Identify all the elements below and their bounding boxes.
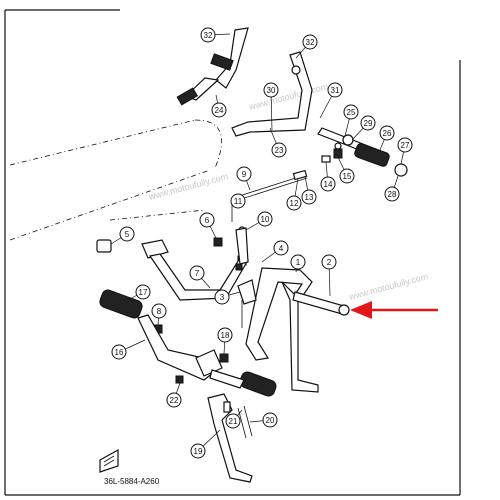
red-pointer-arrow <box>350 301 438 319</box>
callout-circle-1 <box>290 254 306 270</box>
callout-label-10: 10 <box>261 215 270 224</box>
brake-pedal <box>141 227 249 301</box>
callout-circle-26 <box>379 125 395 141</box>
callout-label-32: 32 <box>306 38 315 47</box>
callout-circle-31 <box>327 82 343 98</box>
callout-circle-32 <box>302 34 318 50</box>
callout-circle-4 <box>273 240 289 256</box>
rear-footrest-bar <box>99 289 277 397</box>
callout-label-4: 4 <box>279 244 284 253</box>
front-direction-arrow-icon <box>99 448 119 473</box>
callout-label-3: 3 <box>220 293 225 302</box>
callout-label-25: 25 <box>347 108 356 117</box>
callout-circle-13 <box>301 189 317 205</box>
callout-label-11: 11 <box>234 197 243 206</box>
callout-label-22: 22 <box>170 396 179 405</box>
callout-circle-15 <box>339 168 355 184</box>
callout-label-5: 5 <box>125 230 130 239</box>
callout-label-17: 17 <box>139 288 148 297</box>
callout-circle-11 <box>230 193 246 209</box>
callout-label-21: 21 <box>229 417 238 426</box>
callout-label-24: 24 <box>215 106 224 115</box>
callout-label-13: 13 <box>305 193 314 202</box>
callout-label-28: 28 <box>388 190 397 199</box>
callout-label-20: 20 <box>266 416 275 425</box>
callout-label-6: 6 <box>205 216 210 225</box>
callout-circle-3 <box>214 289 230 305</box>
callout-label-30: 30 <box>267 86 276 95</box>
callout-circle-6 <box>199 212 215 228</box>
callout-circle-9 <box>236 166 252 182</box>
callout-label-23: 23 <box>275 146 284 155</box>
callout-label-16: 16 <box>115 348 124 357</box>
callout-label-12: 12 <box>290 199 299 208</box>
callout-circle-19 <box>190 443 206 459</box>
callout-circle-12 <box>286 195 302 211</box>
callout-circle-30 <box>263 82 279 98</box>
red-pointer-arrow-head <box>350 301 372 319</box>
callout-circle-5 <box>119 226 135 242</box>
callout-label-26: 26 <box>383 129 392 138</box>
watermark-text: www.motoufully.com <box>347 271 429 302</box>
callout-label-1: 1 <box>296 258 301 267</box>
callout-circle-10 <box>257 211 273 227</box>
callout-label-2: 2 <box>327 258 332 267</box>
callout-circle-20 <box>262 412 278 428</box>
callout-circle-7 <box>189 265 205 281</box>
callout-circle-28 <box>384 186 400 202</box>
callout-circle-8 <box>151 303 167 319</box>
callout-label-8: 8 <box>157 307 162 316</box>
callout-label-31: 31 <box>331 86 340 95</box>
brake-rod-assembly <box>231 148 343 222</box>
callout-label-32: 32 <box>204 31 213 40</box>
shift-lever <box>231 51 313 137</box>
callout-circle-24 <box>211 102 227 118</box>
small-fasteners <box>96 226 247 266</box>
callout-label-9: 9 <box>242 170 247 179</box>
callout-label-27: 27 <box>401 141 410 150</box>
callout-circle-18 <box>217 327 233 343</box>
callout-label-29: 29 <box>364 119 373 128</box>
callout-circle-16 <box>111 344 127 360</box>
callout-circle-29 <box>360 115 376 131</box>
stand-pivot-shaft <box>292 291 350 316</box>
callout-circle-14 <box>320 176 336 192</box>
callout-label-19: 19 <box>194 447 203 456</box>
callout-circle-21 <box>225 413 241 429</box>
callout-label-15: 15 <box>343 172 352 181</box>
callout-circle-32 <box>200 27 216 43</box>
diagram-frame <box>4 9 461 496</box>
callout-label-7: 7 <box>195 269 200 278</box>
callout-circle-17 <box>135 284 151 300</box>
part-code: 36L-5884-A260 <box>104 477 160 486</box>
watermark-text: www.motoufully.com <box>247 81 329 112</box>
callout-label-14: 14 <box>324 180 333 189</box>
main-stand <box>245 267 319 393</box>
footrest-shaft-assembly <box>317 127 408 177</box>
shift-pedal <box>176 27 249 106</box>
callout-circle-27 <box>397 137 413 153</box>
muffler-outline <box>9 119 223 241</box>
callout-circle-2 <box>321 254 337 270</box>
callout-circle-22 <box>166 392 182 408</box>
callout-circle-23 <box>271 142 287 158</box>
watermark-text: www.motoufully.com <box>147 171 229 202</box>
callout-label-18: 18 <box>221 331 230 340</box>
callout-circle-25 <box>343 104 359 120</box>
